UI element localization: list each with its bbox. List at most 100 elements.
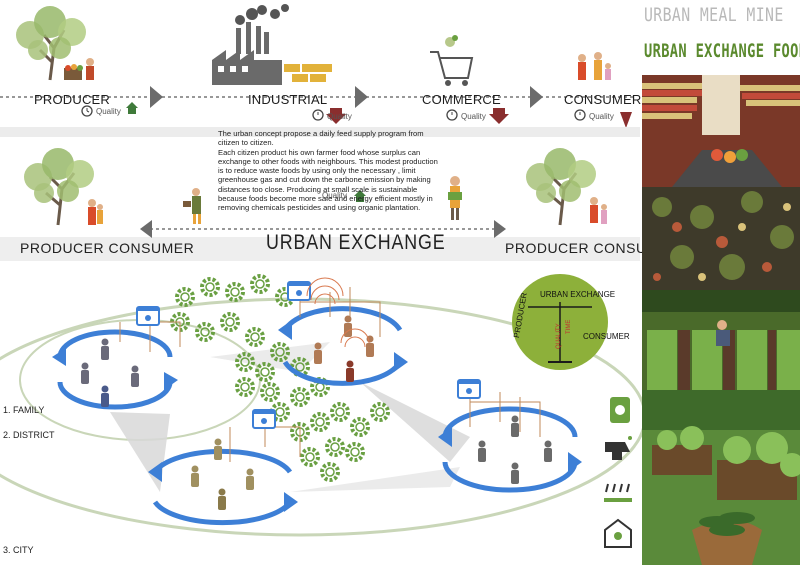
quality-house-icon xyxy=(126,102,138,114)
urban-exchange-title: URBAN EXCHANGE xyxy=(266,231,446,254)
right-producer-consumer-label: PRODUCER CONSUMER xyxy=(505,240,680,256)
gear-icon xyxy=(220,312,240,332)
link-wedge-3 xyxy=(210,342,330,372)
quality-label-1: Quality xyxy=(96,107,121,116)
shopping-cart-icon xyxy=(430,35,474,86)
greenhouse-icon xyxy=(604,518,632,548)
cycle-3-top xyxy=(152,448,293,474)
supermarket-photo xyxy=(642,75,800,187)
gear-icon xyxy=(235,377,255,397)
person-icon xyxy=(511,415,519,437)
gear-icon xyxy=(290,387,310,407)
stage-label-industrial: INDUSTRIAL xyxy=(248,92,328,107)
header-line1: URBAN MEAL MINE xyxy=(644,4,784,26)
person-icon xyxy=(246,468,254,490)
carrier-icon-right xyxy=(448,176,462,220)
gardener-icon-left xyxy=(183,188,201,224)
gear-icon xyxy=(225,282,245,302)
chain-arrow-4 xyxy=(620,112,632,128)
cycle-family-bottom xyxy=(57,381,173,410)
cycle-2-top xyxy=(282,306,403,332)
person-icon xyxy=(346,360,354,382)
gear-chain xyxy=(170,274,390,482)
node-links xyxy=(119,287,541,462)
badge-time-label: TIME xyxy=(566,319,572,334)
header-panel: URBAN MEAL MINE URBAN EXCHANGE FOOD xyxy=(642,0,800,75)
raised-beds-photo xyxy=(642,390,800,565)
exchange-arrow-left xyxy=(140,220,152,238)
supply-chain-illustration xyxy=(0,4,635,128)
app-window-icon-4 xyxy=(457,379,481,399)
person-icon xyxy=(344,315,352,337)
gear-icon xyxy=(345,442,365,462)
chain-arrow-3 xyxy=(530,86,543,108)
watering-icon xyxy=(605,436,632,460)
right-producer-tree-icon xyxy=(526,148,607,226)
gear-icon xyxy=(235,352,255,372)
network-diagram xyxy=(0,274,642,548)
concept-quality-label: Quality xyxy=(322,191,347,200)
quality-label-3: Quality xyxy=(461,112,486,121)
gear-icon xyxy=(260,382,280,402)
chain-arrow-1 xyxy=(150,86,163,108)
gear-icon xyxy=(370,402,390,422)
link-wedge-2 xyxy=(360,382,470,462)
app-window-icon-2 xyxy=(287,281,311,301)
link-wedge-4 xyxy=(290,467,460,492)
gear-icon xyxy=(175,287,195,307)
garden-rows-photo xyxy=(642,290,800,390)
cycle-arrows xyxy=(57,306,578,526)
quality-label-2: Quality xyxy=(327,112,352,121)
quality-clock-icon-3 xyxy=(446,109,458,121)
gear-icon xyxy=(330,402,350,422)
divider-band xyxy=(0,127,640,137)
cycle-4-bottom xyxy=(442,461,578,493)
stage-label-consumer: CONSUMER xyxy=(564,92,642,107)
gear-icon xyxy=(255,362,275,382)
quality-clock-icon-2 xyxy=(312,109,324,121)
concept-paragraph: The urban concept propose a daily feed s… xyxy=(218,129,443,213)
person-icon xyxy=(366,335,374,357)
quality-clock-icon-4 xyxy=(574,109,586,121)
gear-icon xyxy=(270,402,290,422)
signal-icon xyxy=(306,277,370,348)
left-producer-consumer-label: PRODUCER CONSUMER xyxy=(20,240,195,256)
factory-icon xyxy=(212,4,332,85)
badge-right-label: CONSUMER xyxy=(583,332,630,341)
gear-icon xyxy=(250,274,270,294)
header-line2: URBAN EXCHANGE FOOD xyxy=(644,40,800,62)
producer-tree-icon xyxy=(16,6,94,81)
person-icon xyxy=(544,440,552,462)
badge-top-label: URBAN EXCHANGE xyxy=(540,290,616,299)
chain-arrow-2 xyxy=(355,86,368,108)
gear-icon xyxy=(300,447,320,467)
level-city-label: 3. CITY xyxy=(3,545,34,555)
person-icon xyxy=(478,440,486,462)
person-icon xyxy=(218,488,226,510)
cycle-2-bottom xyxy=(282,360,403,386)
scale-badge xyxy=(512,274,608,370)
gear-icon xyxy=(270,342,290,362)
left-producer-tree-icon xyxy=(24,148,103,226)
person-icon xyxy=(214,438,222,460)
gear-icon xyxy=(350,417,370,437)
cycle-3-bottom xyxy=(152,500,293,526)
exchange-arrow-right xyxy=(494,220,506,238)
exchange-illustration xyxy=(0,148,640,261)
person-icon xyxy=(131,365,139,387)
person-icon xyxy=(81,362,89,384)
badge-quality-label: QUALITY xyxy=(556,323,562,349)
person-icon xyxy=(191,465,199,487)
down-arrow-icon-2 xyxy=(489,108,509,124)
quality-house-icon-2 xyxy=(354,190,366,202)
stage-label-commerce: COMMERCE xyxy=(422,92,501,107)
app-window-icon-3 xyxy=(252,409,276,429)
compost-photo xyxy=(642,187,800,290)
down-arrow-icon-1 xyxy=(326,108,346,124)
rain-icon xyxy=(604,483,632,502)
level-district-label: 2. DISTRICT xyxy=(3,430,55,440)
quality-clock-icon-1 xyxy=(81,105,93,117)
gear-icon xyxy=(200,277,220,297)
gear-icon xyxy=(325,437,345,457)
gear-icon xyxy=(320,462,340,482)
